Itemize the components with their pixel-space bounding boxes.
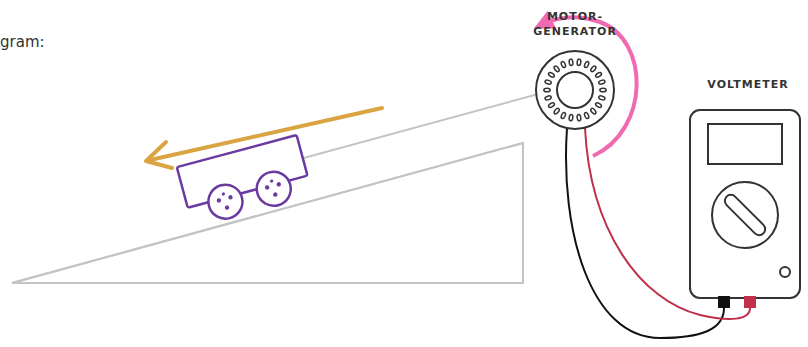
rotation-arrow bbox=[543, 17, 637, 156]
motor-generator-symbol bbox=[536, 51, 614, 129]
part-label: VOLTMETER bbox=[696, 78, 800, 93]
ramp bbox=[12, 93, 542, 283]
heading-fragment: gram: bbox=[0, 32, 80, 52]
cart bbox=[177, 135, 313, 228]
part-label: MOTOR- GENERATOR bbox=[530, 10, 620, 40]
string bbox=[300, 93, 542, 159]
voltmeter-symbol bbox=[690, 110, 800, 308]
